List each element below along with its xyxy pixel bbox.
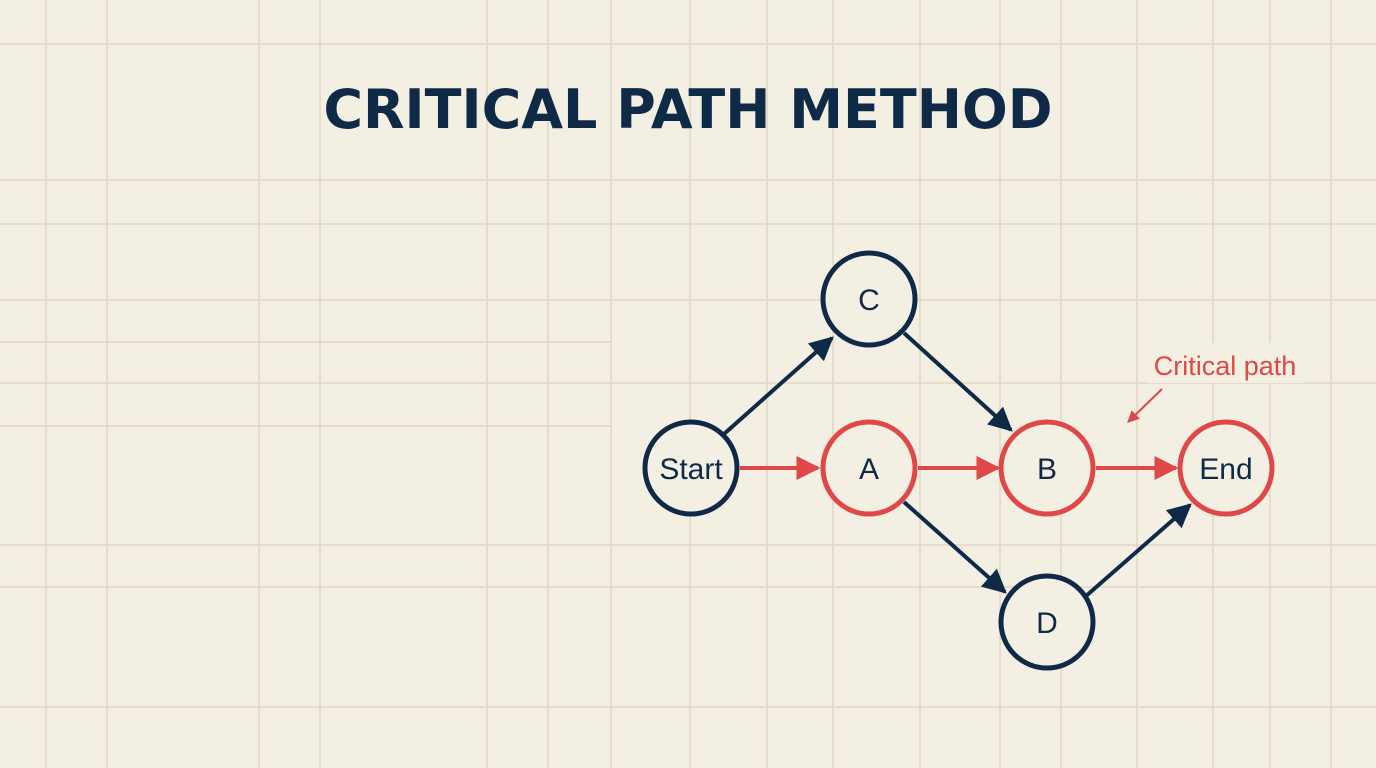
node-end: End — [1177, 419, 1275, 517]
edge-start-c — [722, 336, 834, 436]
edge-c-b — [902, 331, 1013, 432]
node-c-label: C — [858, 284, 880, 317]
critical-path-annotation: Critical path — [1154, 351, 1297, 381]
edge-d-end — [1084, 503, 1192, 598]
node-a: A — [820, 419, 918, 517]
annotation-backdrop — [1146, 343, 1304, 383]
node-end-label: End — [1199, 453, 1252, 486]
annotation-arrow — [1127, 388, 1163, 423]
node-a-label: A — [859, 453, 879, 486]
edge-a-d — [902, 500, 1007, 594]
node-start: Start — [642, 419, 740, 517]
node-d: D — [998, 573, 1096, 671]
page-title: CRITICAL PATH METHOD — [323, 78, 1053, 141]
node-b: B — [998, 419, 1096, 517]
node-c: C — [820, 250, 918, 348]
node-start-label: Start — [659, 453, 723, 486]
node-d-label: D — [1036, 607, 1058, 640]
node-b-label: B — [1037, 453, 1057, 486]
